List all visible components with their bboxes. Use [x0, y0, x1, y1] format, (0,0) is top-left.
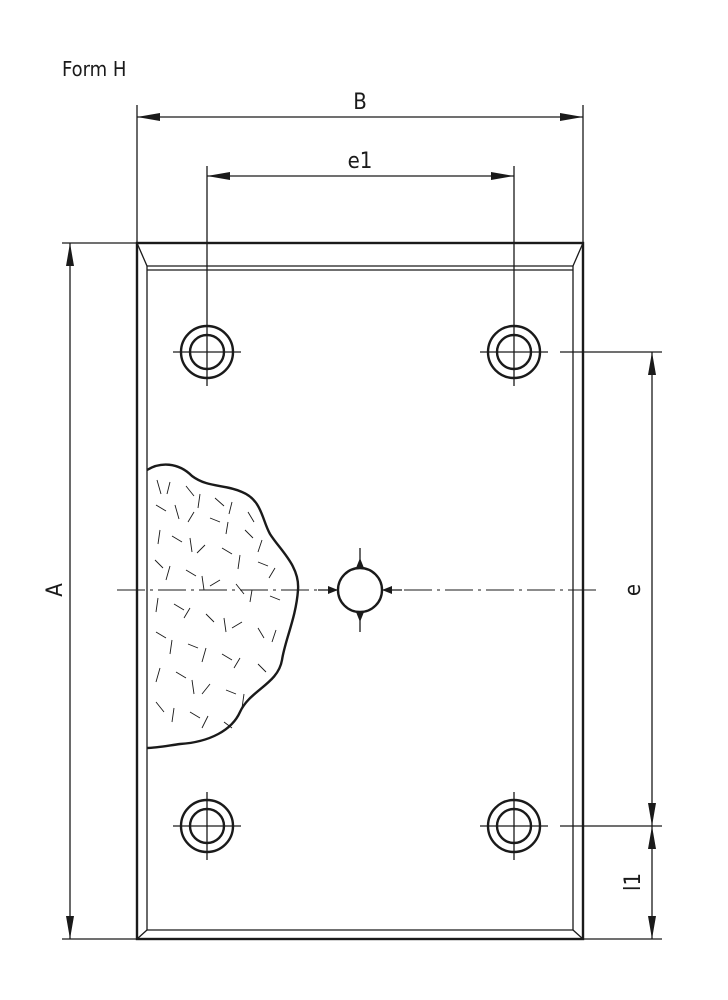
- center-hole: [318, 548, 402, 632]
- dimension-l1: l1: [621, 826, 656, 939]
- extension-lines: [62, 105, 662, 940]
- dimension-e-label: e: [621, 584, 646, 596]
- dimension-a: A: [43, 243, 74, 939]
- breakout-section: [146, 463, 300, 750]
- mounting-hole-bottom-right: [480, 792, 548, 860]
- plate-outline: [135, 241, 585, 941]
- mounting-hole-bottom-left: [173, 792, 241, 860]
- dimension-e: e: [621, 352, 656, 826]
- dimension-b-label: B: [353, 90, 367, 115]
- dimension-e1-label: e1: [348, 149, 373, 174]
- drawing-title: Form H: [62, 57, 126, 81]
- dimension-a-label: A: [43, 583, 68, 597]
- dimension-l1-label: l1: [621, 873, 646, 891]
- mounting-hole-top-right: [480, 318, 548, 386]
- mounting-hole-top-left: [173, 318, 241, 386]
- dimension-e1: e1: [207, 149, 514, 180]
- dimension-b: B: [137, 90, 583, 121]
